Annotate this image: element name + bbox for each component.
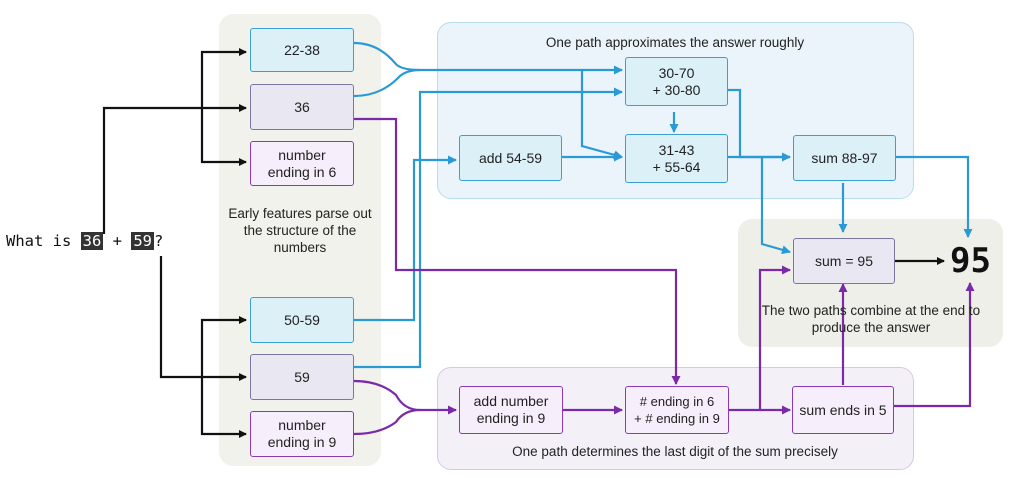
node-add-ending-9: add number ending in 9: [459, 386, 563, 434]
early-features-caption: Early features parse out the structure o…: [228, 206, 372, 255]
node-add-54-59: add 54-59: [459, 135, 562, 181]
last-digit-path-wires: [353, 117, 975, 436]
last-digit-path-caption: One path determines the last digit of th…: [512, 444, 838, 459]
node-ending-6: number ending in 6: [250, 141, 354, 186]
answer: 95: [950, 241, 991, 281]
node-ending-9: number ending in 9: [250, 411, 354, 457]
input-arrows: [102, 48, 945, 438]
question-suffix: ?: [154, 232, 164, 250]
operand-a: 36: [80, 232, 104, 250]
node-36: 36: [250, 84, 354, 130]
combine-caption: The two paths combine at the end to prod…: [761, 303, 981, 335]
node-sum-95: sum = 95: [793, 238, 895, 284]
node-59: 59: [250, 354, 354, 400]
question-operator: +: [103, 232, 132, 250]
operand-b: 59: [131, 232, 154, 250]
node-sum-88-97: sum 88-97: [793, 135, 896, 181]
approximate-path-caption: One path approximates the answer roughly: [545, 35, 805, 50]
node-31-43-plus-55-64: 31-43 + 55-64: [625, 134, 728, 183]
question-prefix: What is: [6, 232, 81, 250]
question-text: What is 36 + 59?: [6, 232, 163, 250]
node-50-59: 50-59: [250, 297, 354, 343]
node-30-70-plus-30-80: 30-70 + 30-80: [625, 57, 728, 106]
node-sum-ends-in-5: sum ends in 5: [792, 386, 894, 434]
approximate-path-wires: [353, 41, 973, 369]
node-ending-6-plus-ending-9: # ending in 6 + # ending in 9: [625, 386, 729, 434]
node-22-38: 22-38: [250, 28, 354, 72]
